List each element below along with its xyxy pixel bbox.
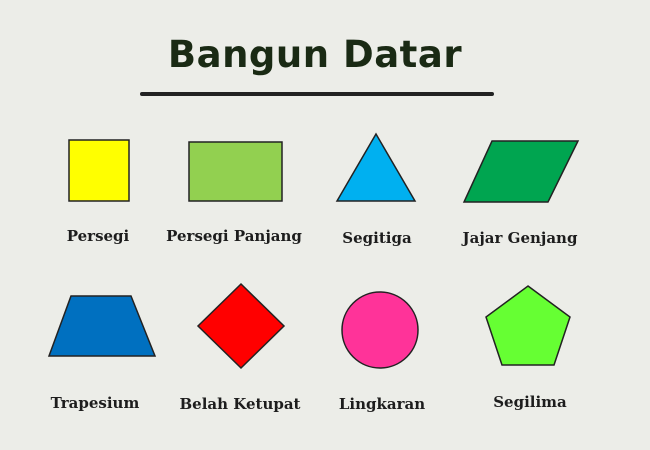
parallelogram-shape xyxy=(462,140,580,203)
title-underline xyxy=(140,92,494,96)
label-persegi: Persegi xyxy=(66,227,130,245)
page-title: Bangun Datar xyxy=(167,33,463,76)
rhombus-shape xyxy=(196,282,286,370)
label-jajar-genjang: Jajar Genjang xyxy=(462,229,578,247)
label-belah-ketupat: Belah Ketupat xyxy=(179,395,301,413)
rectangle-shape xyxy=(188,141,283,202)
label-trapesium: Trapesium xyxy=(50,394,140,412)
label-segitiga: Segitiga xyxy=(342,229,412,247)
trapezoid-shape xyxy=(47,295,157,357)
circle-shape xyxy=(341,291,419,369)
triangle-shape xyxy=(335,132,417,202)
label-segilima: Segilima xyxy=(493,393,567,411)
pentagon-shape xyxy=(485,285,571,366)
label-persegi-panjang: Persegi Panjang xyxy=(166,227,302,245)
square-shape xyxy=(68,139,130,202)
label-lingkaran: Lingkaran xyxy=(338,395,426,413)
